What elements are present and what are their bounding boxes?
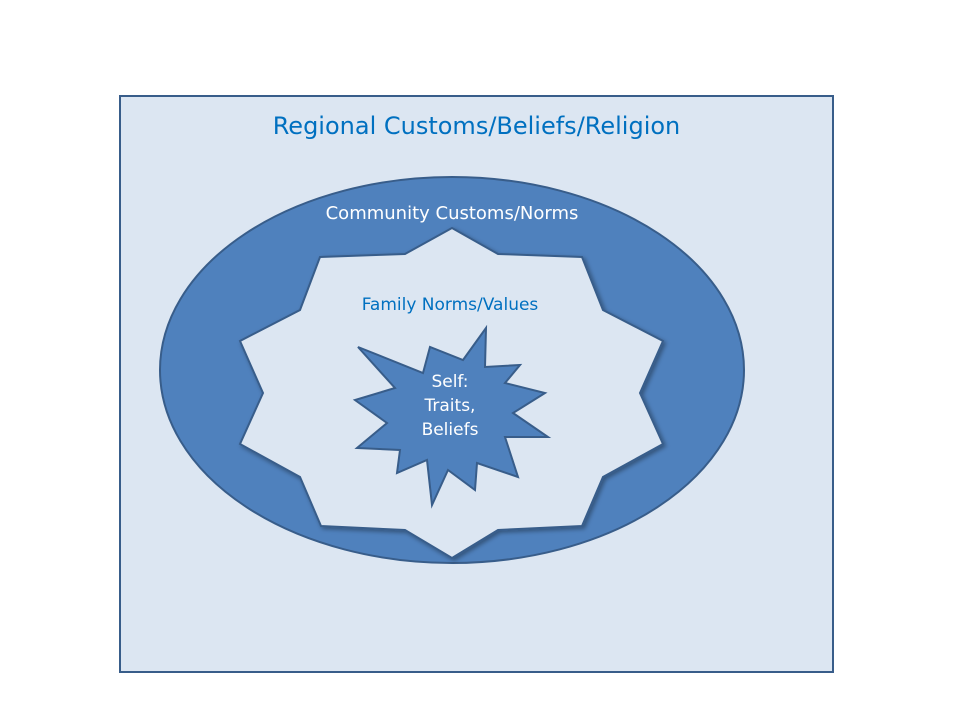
self-line-3: Beliefs: [421, 420, 479, 440]
self-label: Self: Traits, Beliefs: [390, 370, 510, 442]
self-starburst: [352, 324, 552, 509]
self-line-2: Traits,: [424, 396, 476, 416]
self-line-1: Self:: [431, 372, 469, 392]
family-label: Family Norms/Values: [361, 295, 539, 315]
regional-title: Regional Customs/Beliefs/Religion: [272, 112, 681, 140]
community-label: Community Customs/Norms: [325, 203, 579, 224]
